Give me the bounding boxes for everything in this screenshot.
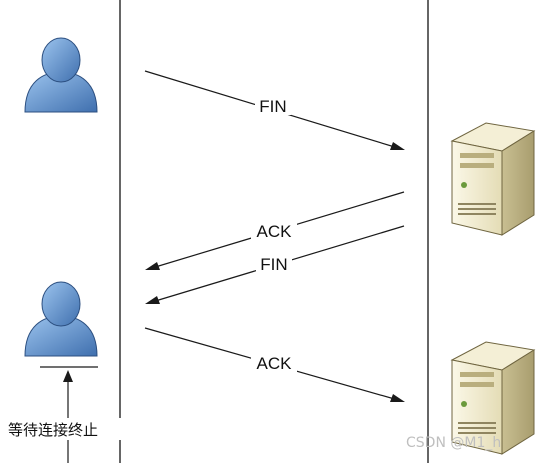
message-label: ACK [257,222,293,241]
watermark: CSDN @M1_h [406,435,501,451]
server-icon [450,341,536,455]
message-label: ACK [257,354,293,373]
message-label: FIN [259,97,286,116]
user-icon [24,37,98,113]
server-icon [450,122,536,236]
wait-arrow [63,370,73,463]
wait-label: 等待连接终止 [8,421,98,439]
message-label: FIN [260,255,287,274]
user-icon [24,281,98,357]
